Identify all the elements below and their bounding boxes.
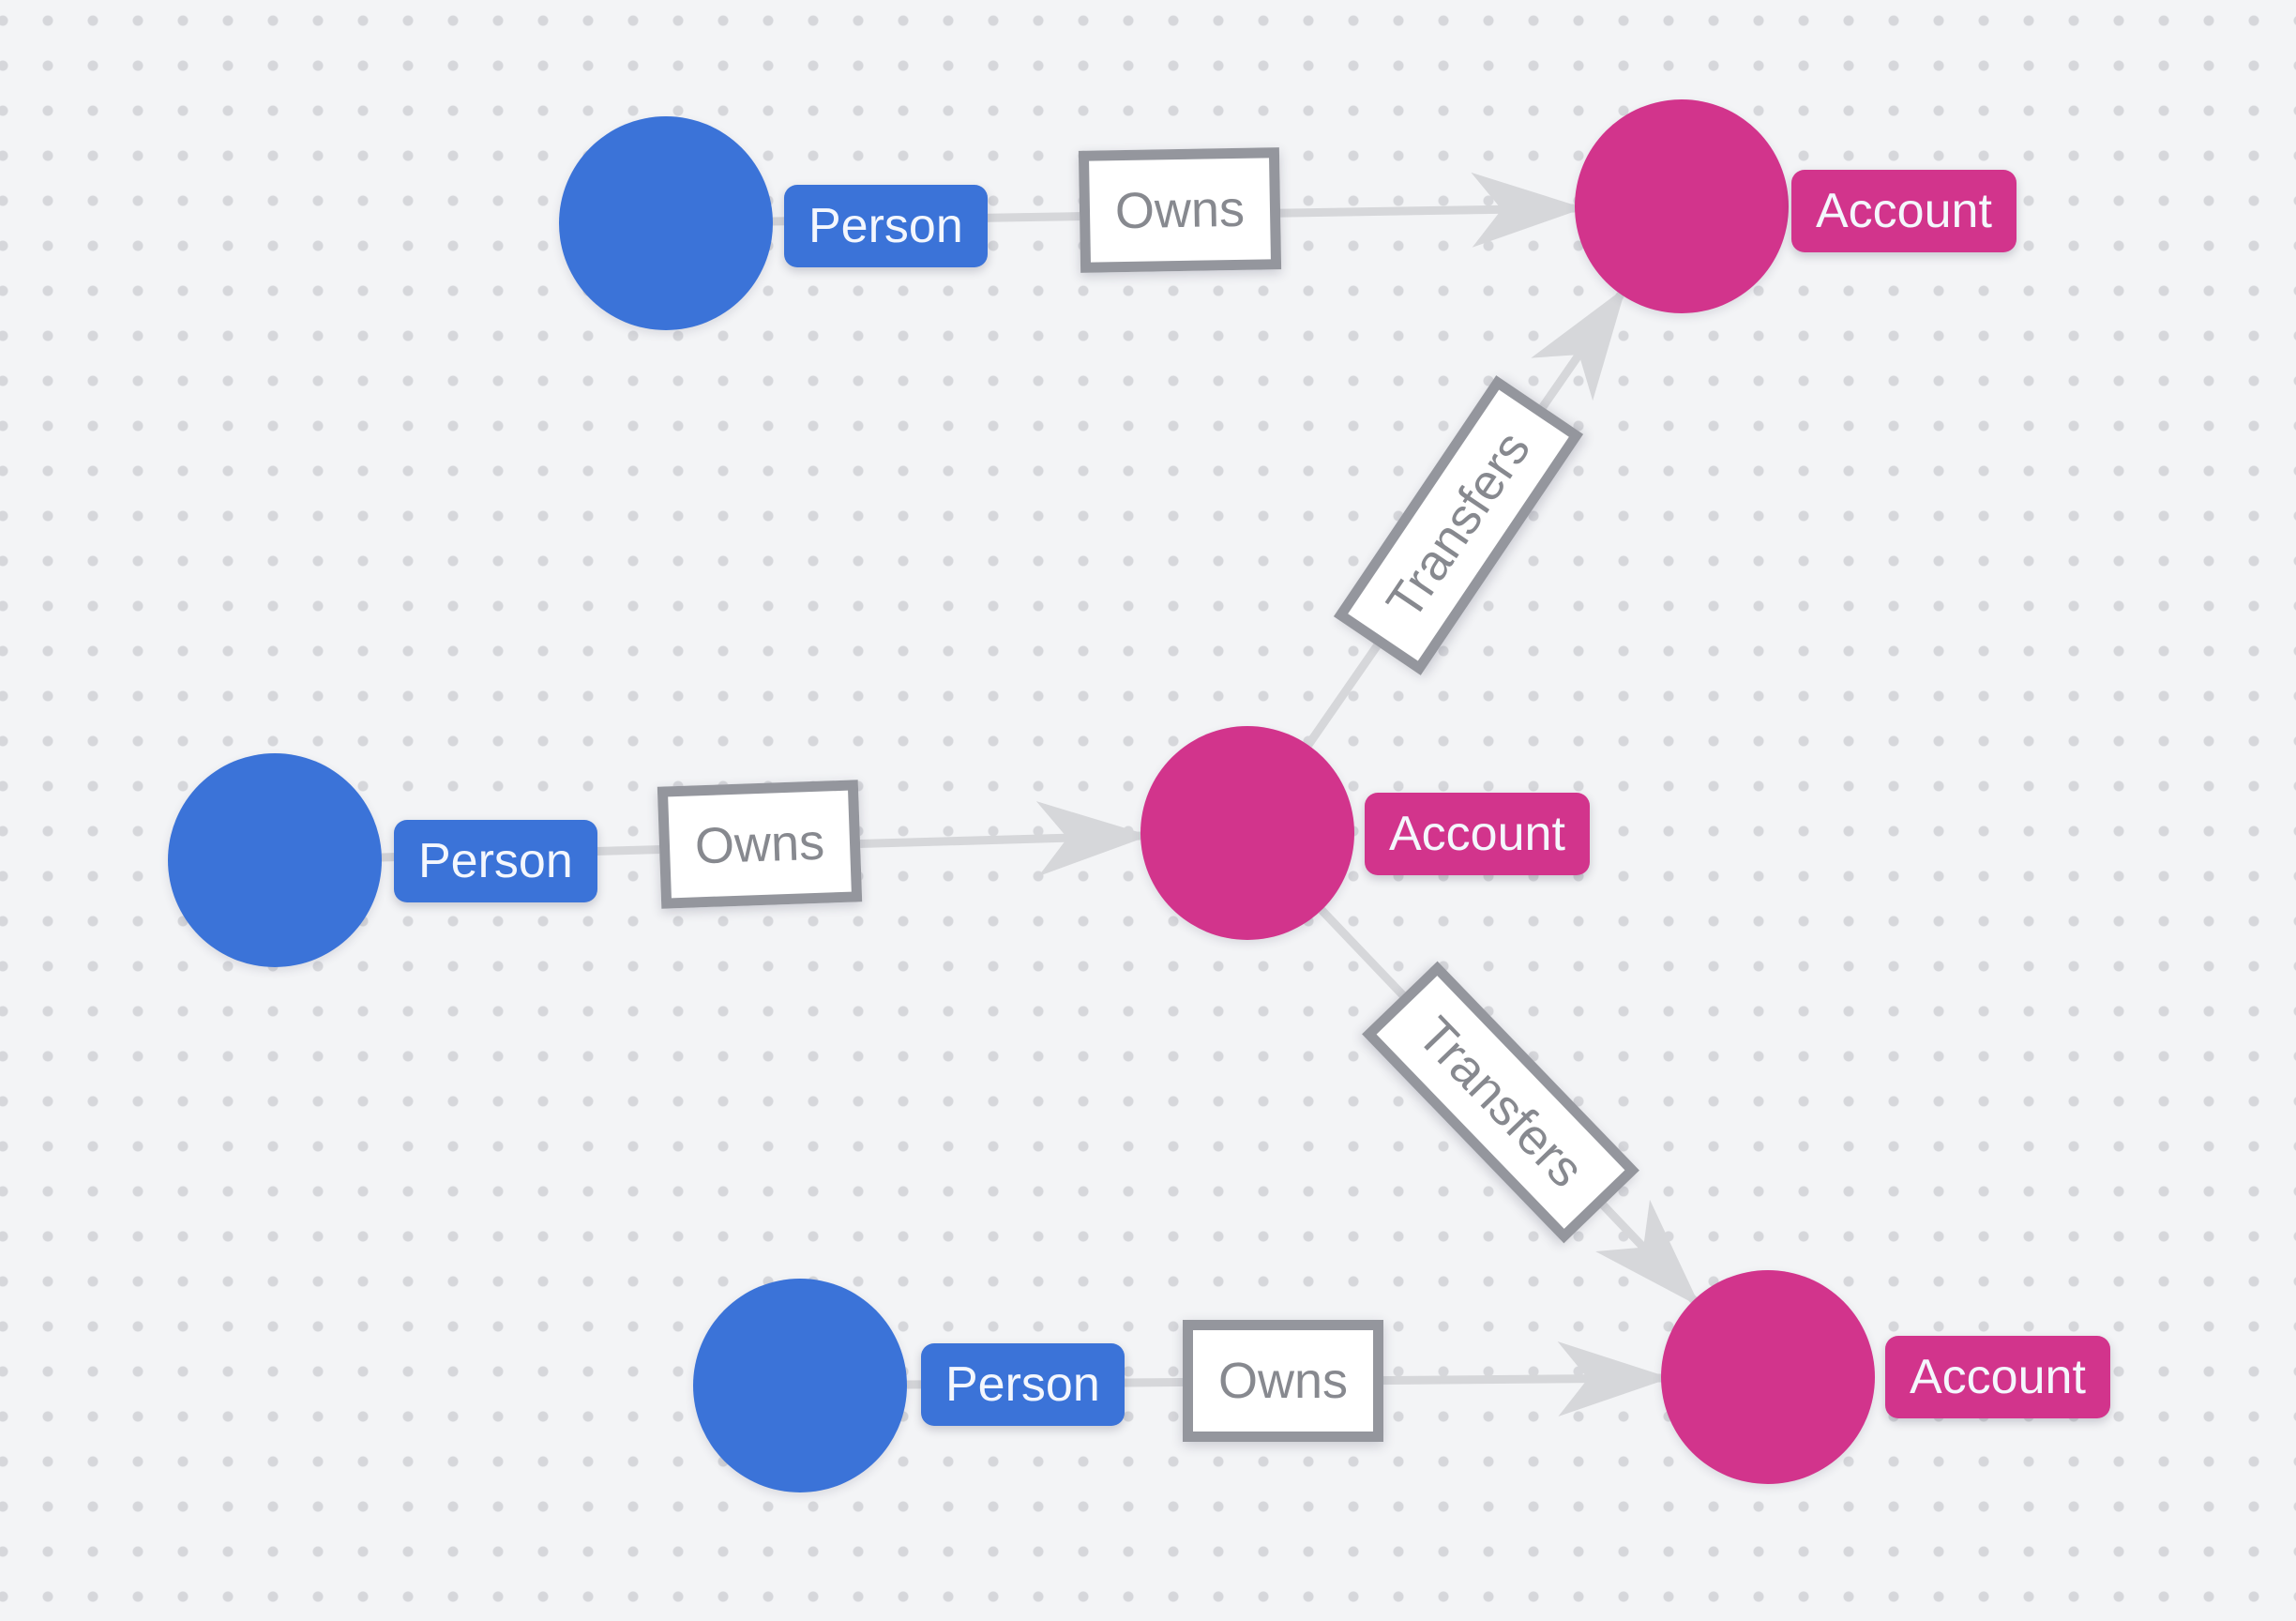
account-node-1[interactable]	[1575, 99, 1789, 313]
account-node-3[interactable]	[1661, 1270, 1875, 1484]
relationship-box-owns-1[interactable]: Owns	[1078, 147, 1282, 273]
person-node-3[interactable]	[693, 1279, 907, 1492]
account-node-label-1[interactable]: Account	[1791, 170, 2017, 252]
person-node-label-2[interactable]: Person	[394, 820, 597, 902]
person-node-label-3[interactable]: Person	[921, 1343, 1125, 1426]
person-node-2[interactable]	[168, 753, 382, 967]
account-node-2[interactable]	[1140, 726, 1354, 940]
person-node-1[interactable]	[559, 116, 773, 330]
account-node-label-2[interactable]: Account	[1365, 793, 1590, 875]
relationship-box-owns-2[interactable]: Owns	[657, 780, 863, 909]
person-node-label-1[interactable]: Person	[784, 185, 988, 267]
relationship-box-owns-3[interactable]: Owns	[1183, 1320, 1383, 1442]
account-node-label-3[interactable]: Account	[1885, 1336, 2110, 1418]
